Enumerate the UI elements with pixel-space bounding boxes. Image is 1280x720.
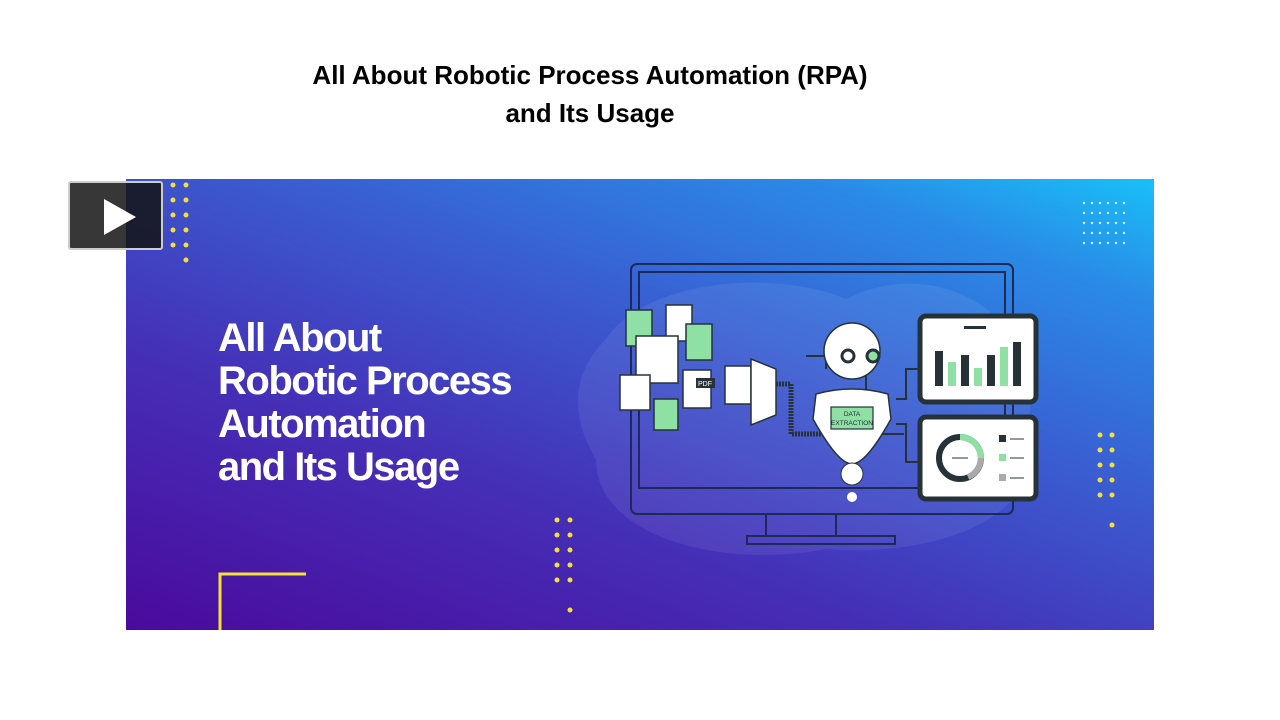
donut-chart-panel [917, 414, 1039, 502]
slide-title: All About Robotic Process Automation (RP… [190, 56, 990, 132]
title-line-1: All About Robotic Process Automation (RP… [312, 60, 868, 90]
pdf-label: PDF [698, 381, 712, 388]
title-line-2: and Its Usage [505, 98, 675, 128]
documents-group: PDF [619, 304, 826, 437]
headline-line: All About [218, 316, 382, 360]
white-dots-decoration [1082, 201, 1126, 245]
yellow-corner-decoration [218, 572, 306, 630]
robot-label-data: DATA [844, 411, 861, 418]
robot-label-extraction: EXTRACTION [831, 420, 873, 427]
headline-line: Robotic Process [218, 359, 513, 403]
bar-chart-panel [917, 313, 1039, 405]
robot-figure: DATA EXTRACTION [806, 322, 904, 502]
headline-line: and Its Usage [218, 445, 460, 489]
rpa-illustration: PDF DATA EXTRACTION [170, 182, 1126, 630]
play-button[interactable] [68, 181, 163, 250]
play-icon [104, 199, 136, 235]
yellow-dots-decoration [170, 182, 1115, 613]
banner-image: All About Robotic Process Automation and… [126, 179, 1154, 630]
headline-line: Automation [218, 402, 427, 446]
banner-headline: All About Robotic Process Automation and… [218, 316, 513, 489]
